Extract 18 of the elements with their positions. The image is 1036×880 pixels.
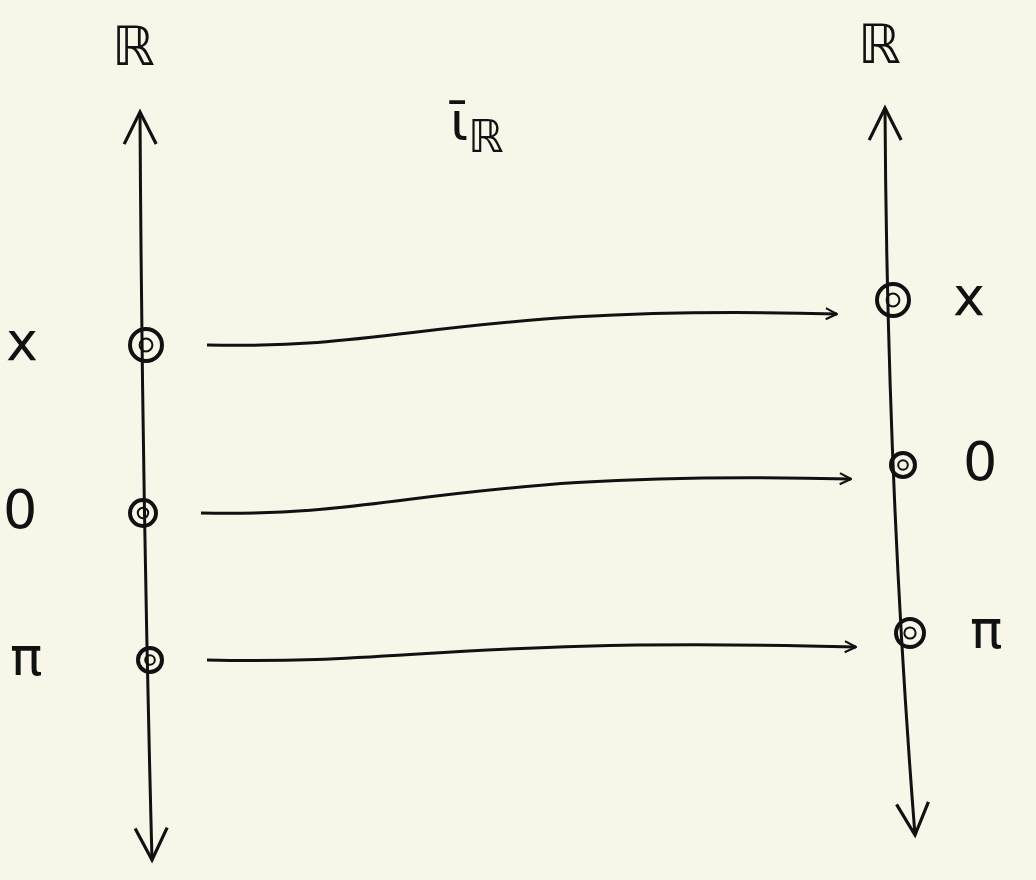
- point-dot: [875, 282, 911, 318]
- arrow: [207, 307, 839, 347]
- arrow: [201, 472, 853, 515]
- axis-label: ℝ: [112, 20, 155, 74]
- point-dot: [128, 498, 158, 528]
- point-label: π: [10, 630, 43, 684]
- point-label: 0: [963, 435, 998, 489]
- point-label: x: [953, 270, 985, 324]
- map-label: ῑ$_{ℝ}$: [450, 95, 504, 159]
- point-label: π: [970, 603, 1003, 657]
- point-dot: [136, 646, 164, 674]
- point-label: 0: [3, 483, 38, 537]
- point-label: x: [6, 315, 38, 369]
- point-dot: [128, 327, 164, 363]
- arrow: [207, 640, 858, 663]
- point-dot: [894, 617, 926, 649]
- axis-label: ℝ: [858, 18, 901, 72]
- point-dot: [889, 451, 917, 479]
